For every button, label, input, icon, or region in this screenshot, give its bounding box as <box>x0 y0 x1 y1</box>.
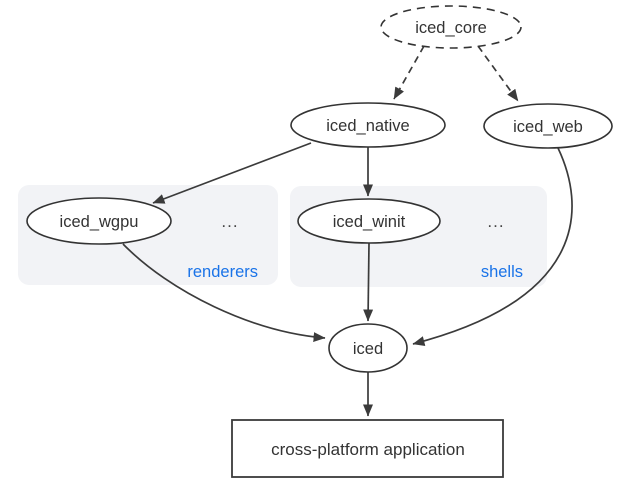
node-iced-label: iced <box>353 340 383 358</box>
edge-core-to-native <box>393 45 425 100</box>
node-iced-web <box>483 103 613 149</box>
shells-group-label: shells <box>481 263 523 281</box>
node-iced-native-label: iced_native <box>326 117 409 135</box>
node-iced-core-label: iced_core <box>415 19 487 37</box>
shells-ellipsis: ... <box>487 212 504 231</box>
node-iced <box>328 323 408 373</box>
edge-web-to-iced <box>412 147 573 346</box>
node-cross-platform-application-label: cross-platform application <box>271 440 465 459</box>
node-iced-core <box>380 5 522 49</box>
node-iced-web-label: iced_web <box>513 118 583 136</box>
edge-winit-to-iced <box>363 242 374 322</box>
node-cross-platform-application <box>231 419 504 478</box>
node-iced-winit-label: iced_winit <box>333 213 406 231</box>
node-iced-native <box>290 102 446 148</box>
edge-wgpu-to-iced <box>122 243 326 343</box>
node-iced-wgpu-label: iced_wgpu <box>60 213 139 231</box>
node-iced-wgpu <box>26 197 172 245</box>
edge-core-to-web <box>477 45 519 102</box>
renderers-group-label: renderers <box>187 263 258 281</box>
node-iced-winit <box>297 198 441 244</box>
renderers-ellipsis: ... <box>221 212 238 231</box>
edge-native-to-wgpu <box>152 142 312 204</box>
